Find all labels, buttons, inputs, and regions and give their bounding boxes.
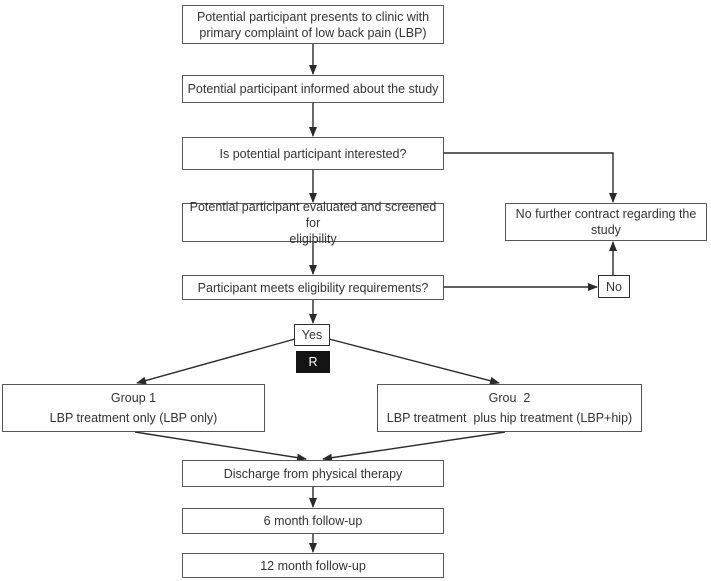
arrow-yes-to-group2	[328, 338, 500, 385]
node-text: No	[606, 279, 622, 294]
node-meets-eligibility: Participant meets eligibility requiremen…	[182, 275, 444, 300]
group1-description: LBP treatment only (LBP only)	[49, 410, 218, 425]
node-text: Participant meets eligibility requiremen…	[197, 280, 429, 295]
node-yes: Yes	[294, 324, 330, 346]
node-evaluated-screened: Potential participant evaluated and scre…	[182, 200, 444, 246]
group2-title: Grou 2	[488, 391, 531, 406]
node-text: Is potential participant interested?	[219, 146, 407, 161]
arrow-group1-to-discharge	[134, 431, 307, 462]
node-group1: Group 1 LBP treatment only (LBP only)	[2, 384, 265, 432]
node-text: Yes	[301, 328, 323, 342]
arrow-interested-to-no-contact	[444, 152, 617, 203]
node-text: R	[308, 355, 318, 369]
node-no: No	[598, 275, 630, 298]
node-text: Potential participant evaluated and scre…	[189, 199, 440, 230]
node-text: Discharge from physical therapy	[223, 466, 403, 481]
node-text: 12 month follow-up	[260, 558, 366, 573]
arrow-yes-to-group1	[136, 338, 296, 385]
node-text: 6 month follow-up	[263, 514, 363, 528]
node-text: No further contract regarding the	[515, 207, 697, 221]
node-discharge: Discharge from physical therapy	[182, 460, 444, 487]
node-informed-about-study: Potential participant informed about the…	[182, 75, 444, 103]
node-text: Potential participant presents to clinic…	[196, 9, 430, 24]
node-no-further-contact: No further contract regarding the study	[505, 203, 707, 241]
node-6-month-followup: 6 month follow-up	[182, 508, 444, 534]
node-randomization: R	[296, 351, 330, 373]
arrow-group2-to-discharge	[322, 431, 506, 462]
node-is-participant-interested: Is potential participant interested?	[182, 137, 444, 170]
node-12-month-followup: 12 month follow-up	[182, 553, 444, 578]
node-text: eligibility	[289, 231, 337, 246]
node-text: Potential participant informed about the…	[187, 82, 439, 96]
node-text: study	[591, 223, 621, 237]
group1-title: Group 1	[110, 391, 157, 406]
group2-description: LBP treatment plus hip treatment (LBP+hi…	[386, 410, 633, 425]
node-text: primary complaint of low back pain (LBP)	[199, 25, 427, 40]
node-present-to-clinic: Potential participant presents to clinic…	[182, 5, 444, 44]
node-group2: Grou 2 LBP treatment plus hip treatment …	[377, 384, 642, 432]
